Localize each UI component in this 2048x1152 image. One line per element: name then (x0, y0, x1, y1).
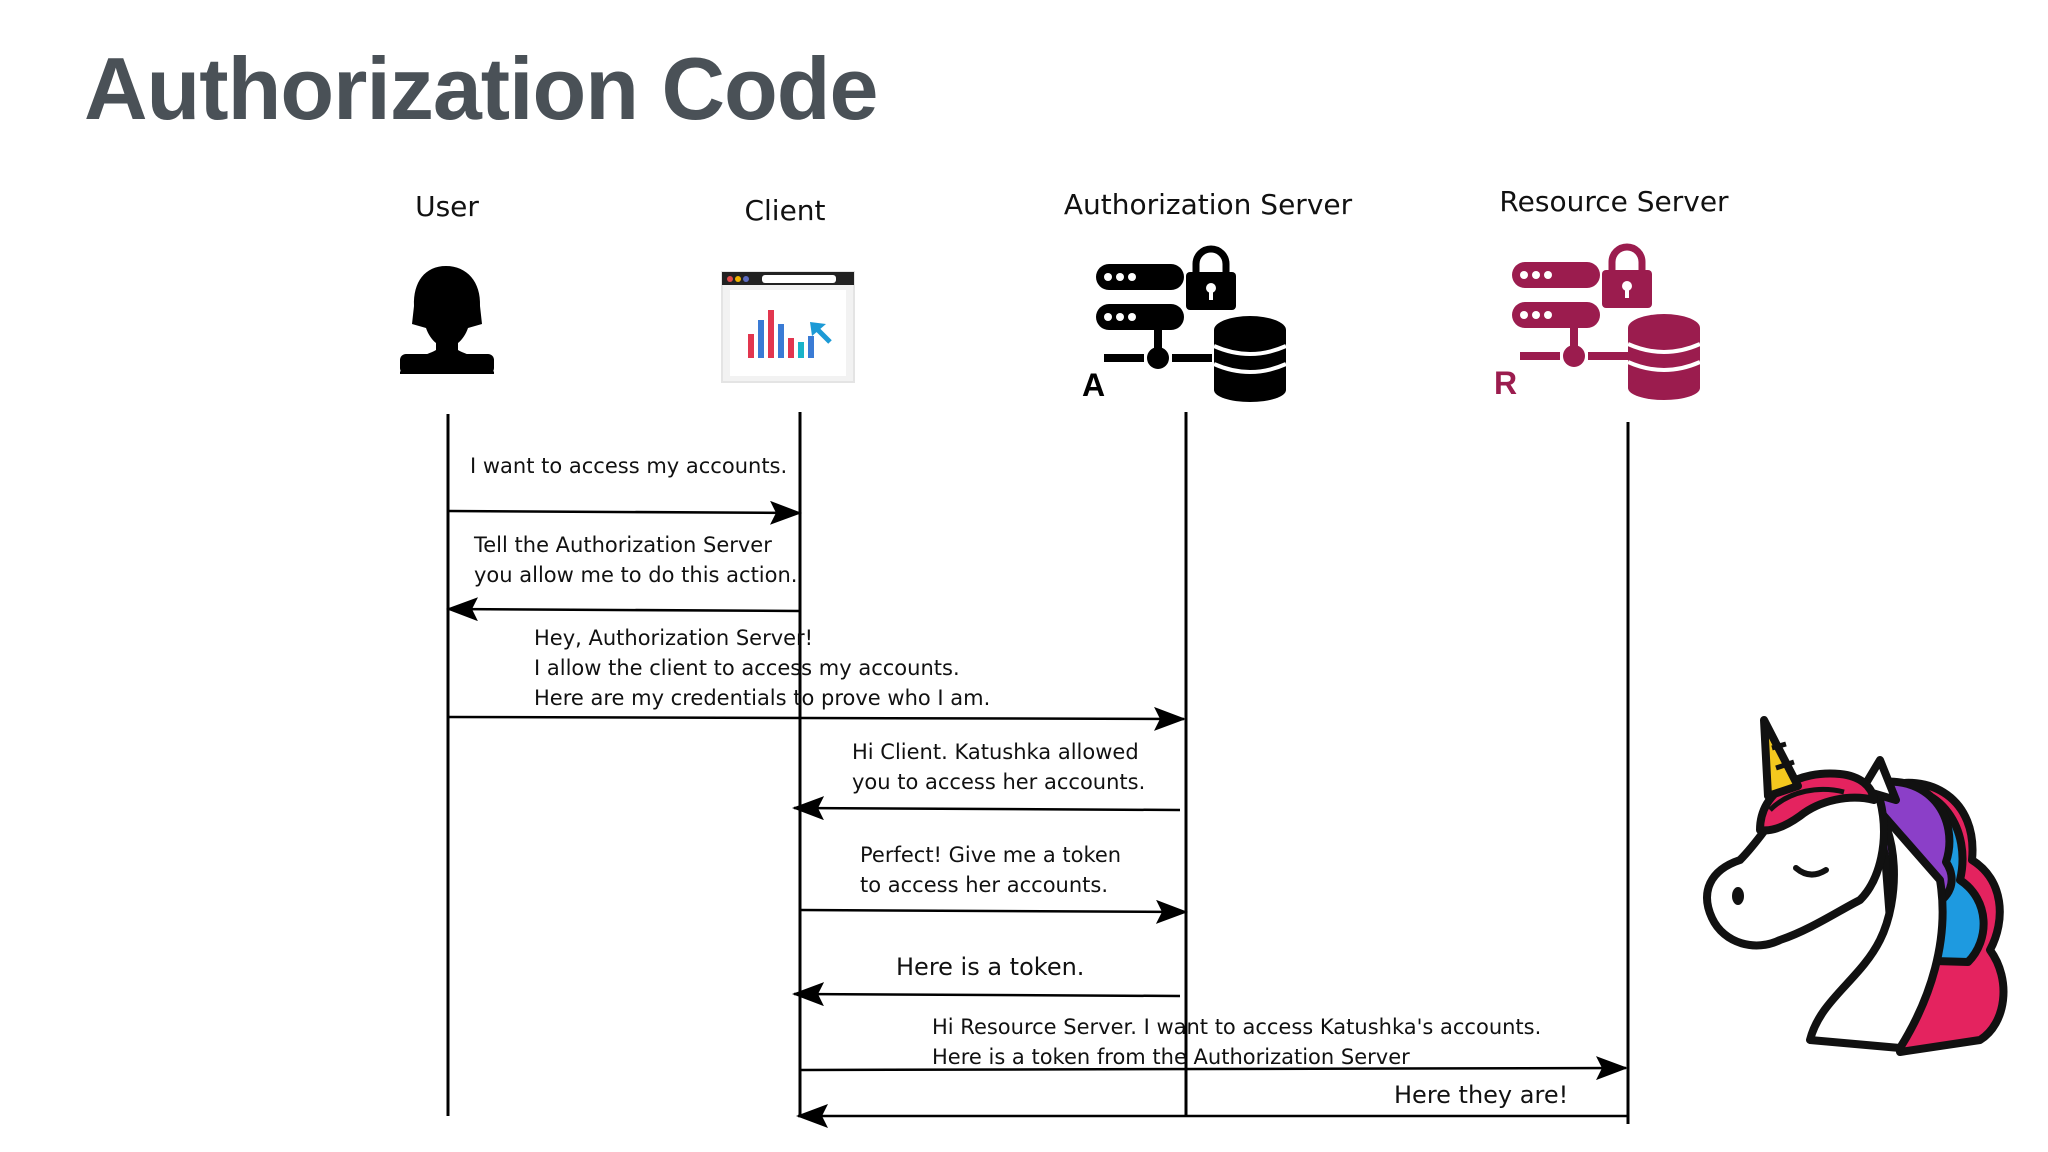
message-line: I want to access my accounts. (470, 454, 788, 478)
message-arrow (447, 500, 802, 525)
actor-label-client: Client (744, 194, 826, 227)
message-line: to access her accounts. (860, 873, 1109, 897)
message-line: Here are my credentials to prove who I a… (534, 686, 991, 710)
actor-label-user: User (415, 190, 479, 223)
message-label-6: Here is a token. (896, 952, 1084, 982)
message-line: Hi Resource Server. I want to access Kat… (932, 1015, 1542, 1039)
message-label-4: Hi Client. Katushka allowed you to acces… (852, 737, 1145, 797)
message-line: you to access her accounts. (852, 770, 1146, 794)
message-arrow (799, 899, 1188, 924)
message-line: Tell the Authorization Server (474, 533, 772, 557)
message-arrow (792, 982, 1181, 1007)
message-label-5: Perfect! Give me a token to access her a… (860, 840, 1121, 900)
user-silhouette-icon (400, 266, 494, 374)
actor-label-authorization-server: Authorization Server (1063, 188, 1353, 221)
server-lock-database-icon (1512, 243, 1701, 400)
unicorn-head-icon (1703, 716, 2008, 1056)
message-line: Here they are! (1394, 1081, 1569, 1109)
message-line: Here is a token. (896, 953, 1085, 981)
message-arrow (447, 706, 1186, 731)
actor-label-resource-server: Resource Server (1499, 185, 1729, 218)
message-line: Perfect! Give me a token (860, 843, 1122, 867)
message-arrow (792, 796, 1181, 821)
page-title: Authorization Code (84, 39, 878, 138)
message-line: Here is a token from the Authorization S… (932, 1045, 1410, 1069)
server-lock-database-icon (1096, 245, 1287, 402)
auth-server-letter: A (1082, 367, 1105, 403)
browser-analytics-icon (721, 271, 855, 383)
message-label-3: Hey, Authorization Server! I allow the c… (534, 623, 990, 713)
message-arrow (446, 597, 801, 622)
message-arrow (799, 1056, 1628, 1081)
message-line: you allow me to do this action. (474, 563, 798, 587)
message-label-1: I want to access my accounts. (470, 451, 787, 481)
message-label-7: Hi Resource Server. I want to access Kat… (932, 1012, 1541, 1072)
resource-server-letter: R (1494, 365, 1517, 401)
message-line: Hey, Authorization Server! (534, 626, 814, 650)
message-label-2: Tell the Authorization Server you allow … (474, 530, 797, 590)
message-line: I allow the client to access my accounts… (534, 656, 960, 680)
message-line: Hi Client. Katushka allowed (852, 740, 1139, 764)
message-label-8: Here they are! (1394, 1080, 1568, 1110)
